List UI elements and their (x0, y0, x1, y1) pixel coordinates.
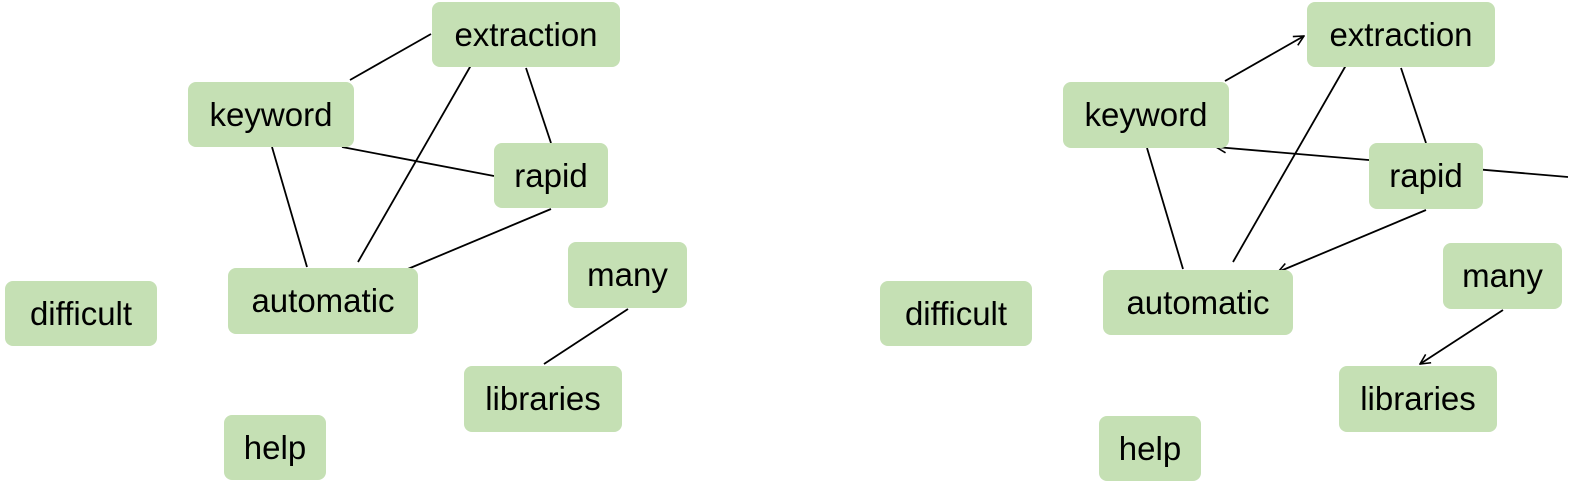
node-many: many (568, 242, 687, 308)
edge-keyword-automatic (1146, 147, 1184, 270)
edge-many-libraries (1420, 309, 1504, 364)
node-difficult: difficult (880, 281, 1032, 346)
edge-automatic-extraction (1232, 59, 1350, 263)
edge-many-libraries (543, 308, 629, 365)
node-automatic: automatic (228, 268, 418, 334)
node-extraction: extraction (432, 2, 620, 67)
edge-rapid-extraction (525, 67, 552, 144)
node-rapid: rapid (494, 143, 608, 208)
node-automatic: automatic (1103, 270, 1293, 335)
edge-rapid-automatic (1278, 209, 1427, 272)
node-many: many (1443, 243, 1562, 309)
edge-rapid-automatic (402, 208, 552, 272)
node-extraction: extraction (1307, 2, 1495, 67)
node-rapid: rapid (1369, 143, 1483, 209)
edge-keyword-automatic (271, 146, 308, 268)
edge-keyword-extraction (1224, 36, 1304, 82)
node-keyword: keyword (1063, 82, 1229, 148)
node-keyword: keyword (188, 82, 354, 147)
edge-keyword-extraction (349, 33, 432, 81)
edge-keyword-rapid (341, 146, 495, 177)
node-help: help (224, 415, 326, 480)
node-libraries: libraries (1339, 366, 1497, 432)
edge-rapid-extraction (1400, 67, 1427, 144)
node-libraries: libraries (464, 366, 622, 432)
node-difficult: difficult (5, 281, 157, 346)
node-help: help (1099, 416, 1201, 481)
